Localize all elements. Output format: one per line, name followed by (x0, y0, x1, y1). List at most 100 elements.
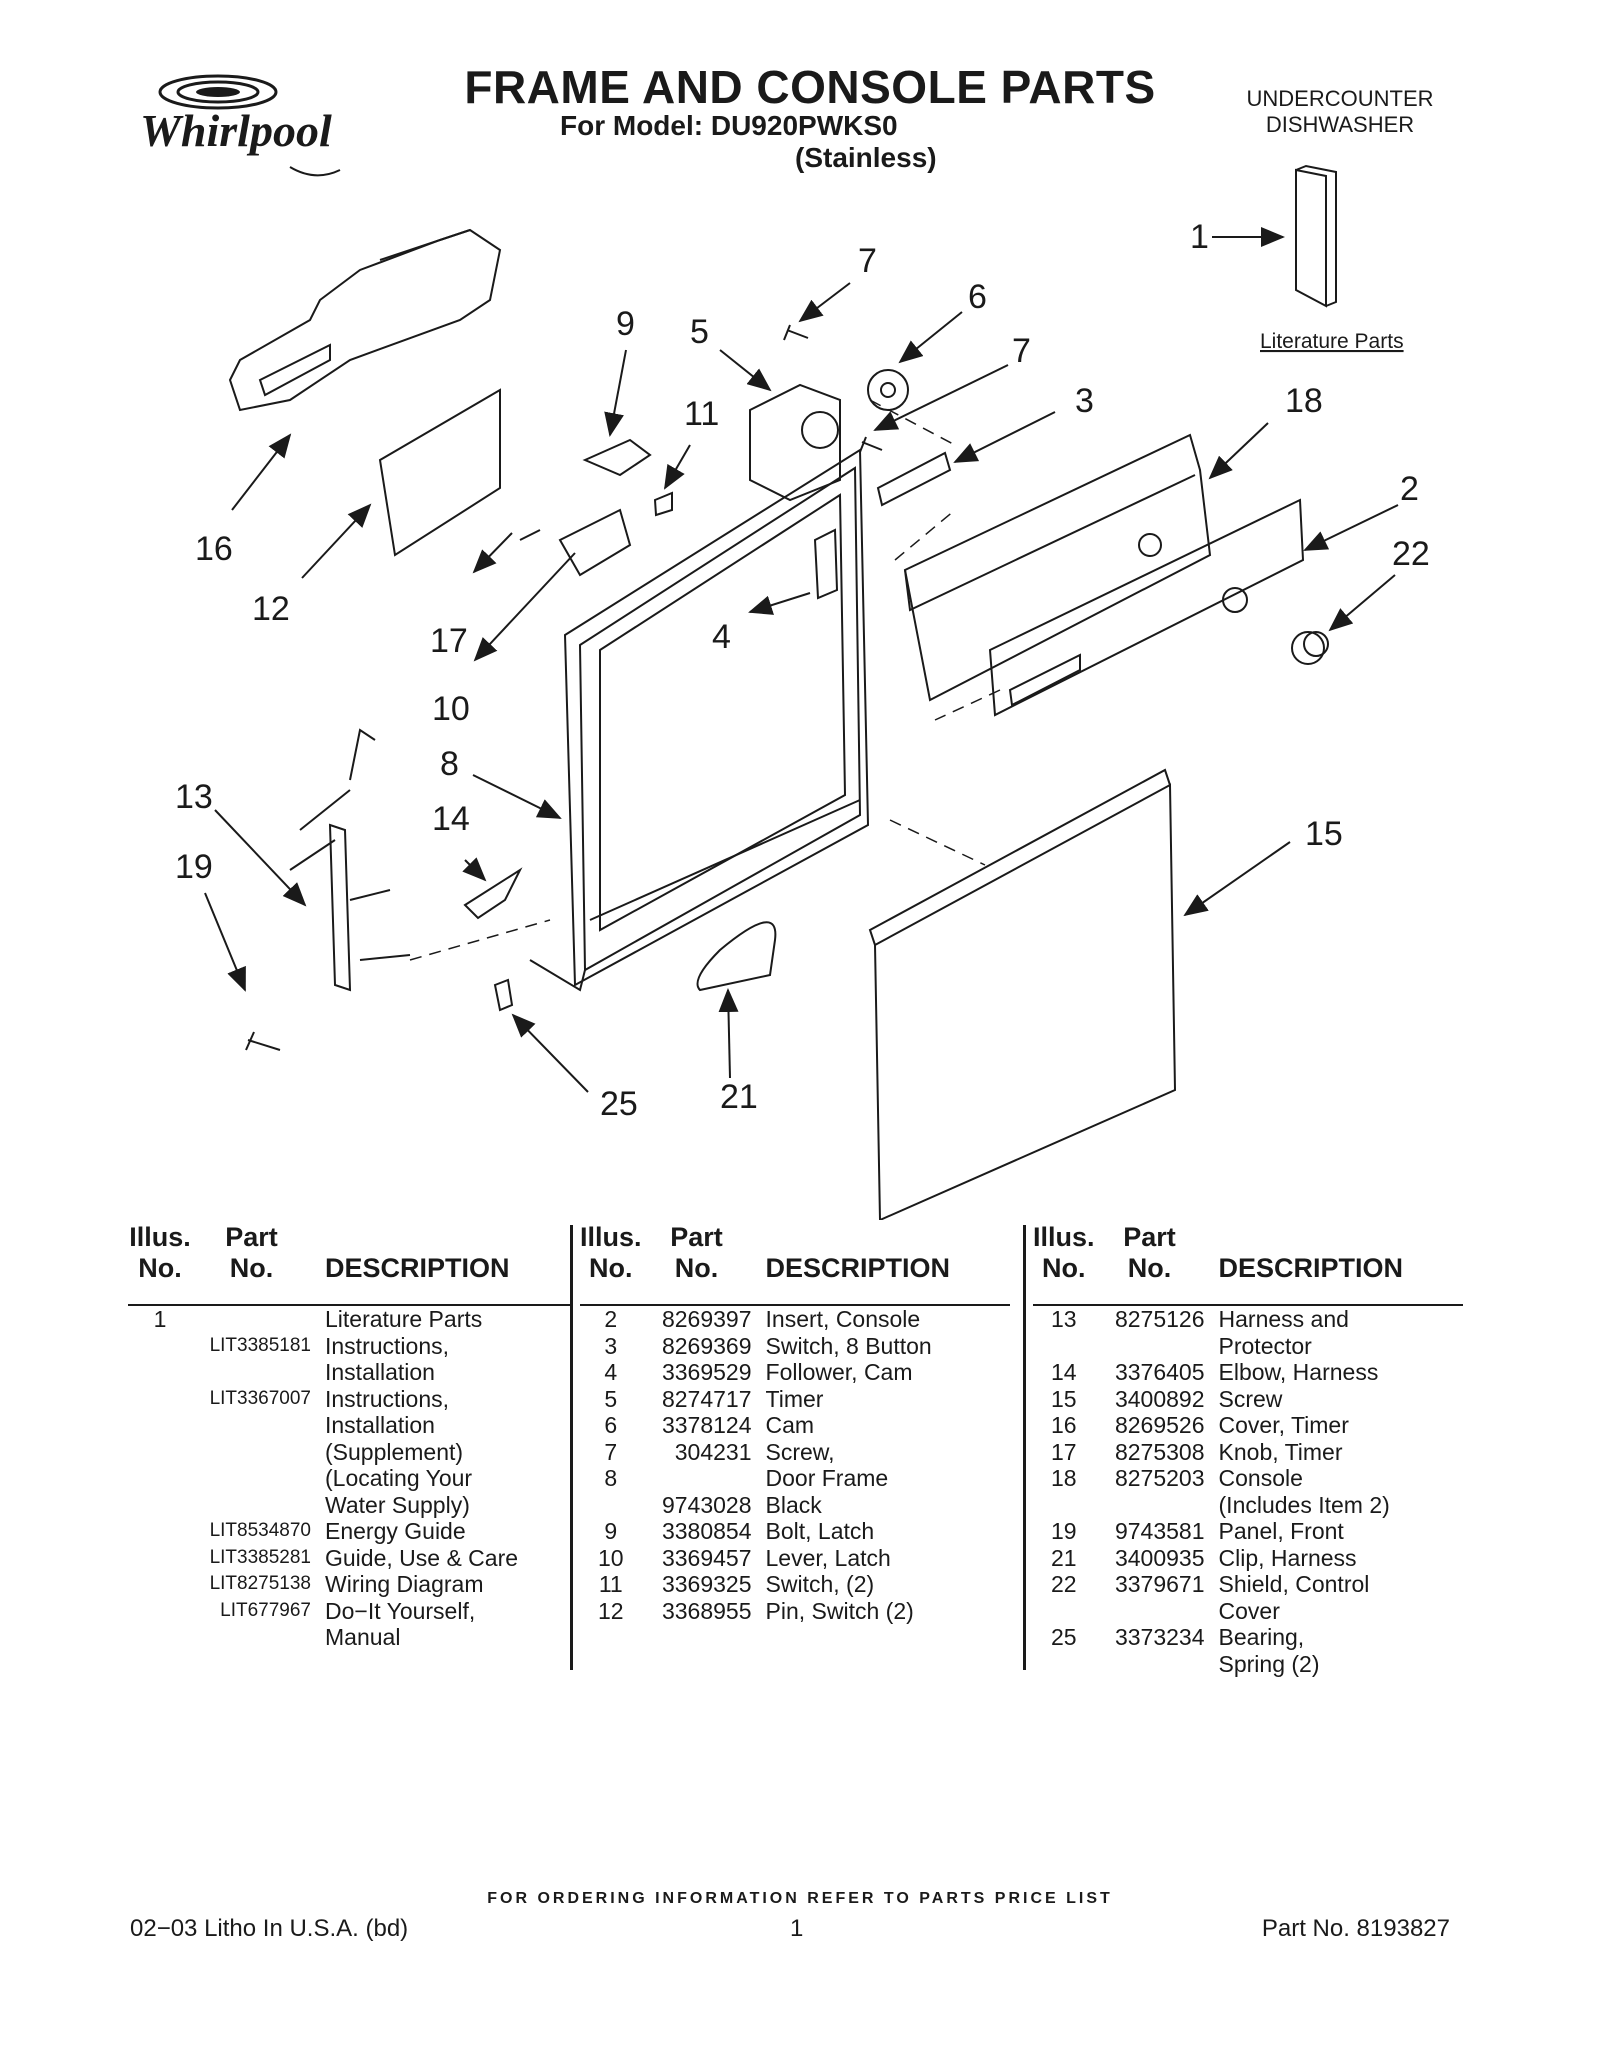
illus-number: 13 (1050, 1306, 1077, 1332)
part-description: Guide, Use & Care (325, 1544, 519, 1571)
whirlpool-swirl-icon: Whirlpool (140, 74, 341, 177)
product-type-line2: DISHWASHER (1265, 112, 1415, 137)
wiring-harness-part (289, 728, 411, 992)
part-description: Instructions, (325, 1385, 449, 1412)
part-number: 8274717 (661, 1385, 752, 1412)
part-number: LIT8534870 (209, 1520, 311, 1541)
callout-11: 11 (684, 395, 719, 433)
part-description: Installation (325, 1412, 435, 1438)
eight-button-switch-part (876, 451, 952, 507)
parts-row: Installation (128, 1412, 573, 1439)
page-title: FRAME AND CONSOLE PARTS (464, 61, 1156, 113)
part-number (192, 1624, 325, 1651)
timer-knob-part (1291, 631, 1329, 665)
front-panel-part (868, 768, 1177, 1220)
part-description: Do−It Yourself, (325, 1597, 476, 1624)
part-description: Knob, Timer (1218, 1438, 1343, 1465)
part-number (192, 1439, 325, 1466)
illus-number: 19 (1050, 1518, 1077, 1544)
part-number (1095, 1333, 1219, 1360)
parts-row: LIT677967 Do−It Yourself, (128, 1598, 573, 1625)
part-number: 304231 (674, 1438, 752, 1465)
parts-row: Water Supply) (128, 1492, 573, 1519)
illus-number (128, 1492, 192, 1519)
illus-number (128, 1412, 192, 1439)
callout-4: 4 (712, 618, 731, 656)
part-number: 3373234 (1114, 1624, 1205, 1650)
part-number: 9743581 (1114, 1518, 1205, 1544)
part-number: LIT3385181 (209, 1334, 311, 1356)
column-divider (1023, 1225, 1026, 1670)
part-number: 3369457 (661, 1544, 752, 1571)
part-description: Insert, Console (765, 1306, 921, 1332)
illus-number: 25 (1050, 1624, 1077, 1650)
harness-screw-part (245, 1031, 281, 1051)
part-description: Wiring Diagram (325, 1571, 484, 1597)
illus-number: 4 (604, 1359, 618, 1385)
illus-number (1033, 1651, 1095, 1678)
illus-number: 16 (1050, 1412, 1077, 1438)
part-number (192, 1359, 325, 1386)
part-description: (Supplement) (325, 1438, 464, 1465)
part-description: Console (1218, 1465, 1303, 1491)
part-number (1095, 1651, 1219, 1678)
parts-row: (Includes Item 2) (1033, 1492, 1463, 1519)
illus-number: 9 (604, 1518, 618, 1544)
illus-number (1033, 1333, 1095, 1360)
harness-clip-part (696, 921, 777, 992)
parts-row: Installation (128, 1359, 573, 1386)
callout-19: 15 (1305, 815, 1343, 853)
part-description: Literature Parts (325, 1306, 483, 1332)
part-description: Cam (765, 1412, 815, 1438)
illus-number (128, 1465, 192, 1492)
illus-number (1033, 1598, 1095, 1625)
part-number (642, 1465, 766, 1492)
part-number: LIT677967 (220, 1599, 311, 1621)
litho-info: 02−03 Litho In U.S.A. (bd) (130, 1915, 409, 1942)
part-description: Black (765, 1491, 822, 1518)
part-number: LIT3367007 (209, 1387, 311, 1409)
callout-16: 16 (195, 530, 233, 568)
console-insert-part (988, 498, 1305, 717)
model-variant: (Stainless) (795, 142, 937, 173)
illus-number: 21 (1050, 1544, 1077, 1571)
part-description: Pin, Switch (2) (765, 1597, 914, 1624)
part-description: Follower, Cam (765, 1359, 913, 1385)
timer-part (749, 383, 841, 502)
cam-follower-part (813, 528, 839, 600)
part-description: Panel, Front (1218, 1518, 1344, 1544)
part-number: 3376405 (1114, 1359, 1205, 1385)
parts-row: Protector (1033, 1333, 1463, 1360)
col-header-description: DESCRIPTION (765, 1253, 951, 1283)
part-description: Manual (325, 1624, 401, 1650)
literature-booklet-part (1295, 164, 1337, 308)
page-number: 1 (790, 1915, 804, 1942)
callout-15: 19 (175, 848, 213, 886)
illus-number: 11 (598, 1571, 623, 1597)
parts-row: (Locating Your (128, 1465, 573, 1492)
part-description: Screw, (765, 1438, 835, 1465)
part-number: 8275203 (1114, 1465, 1205, 1491)
part-number (192, 1492, 325, 1519)
part-number: 3380854 (661, 1518, 752, 1544)
illus-number (128, 1598, 192, 1625)
parts-row: (Supplement) (128, 1439, 573, 1466)
illus-number: 17 (1050, 1438, 1077, 1465)
ordering-note: FOR ORDERING INFORMATION REFER TO PARTS … (487, 1890, 1113, 1907)
callout-21: 21 (720, 1078, 758, 1116)
part-number: 3400892 (1114, 1385, 1205, 1412)
callout-8: 8 (440, 745, 459, 783)
